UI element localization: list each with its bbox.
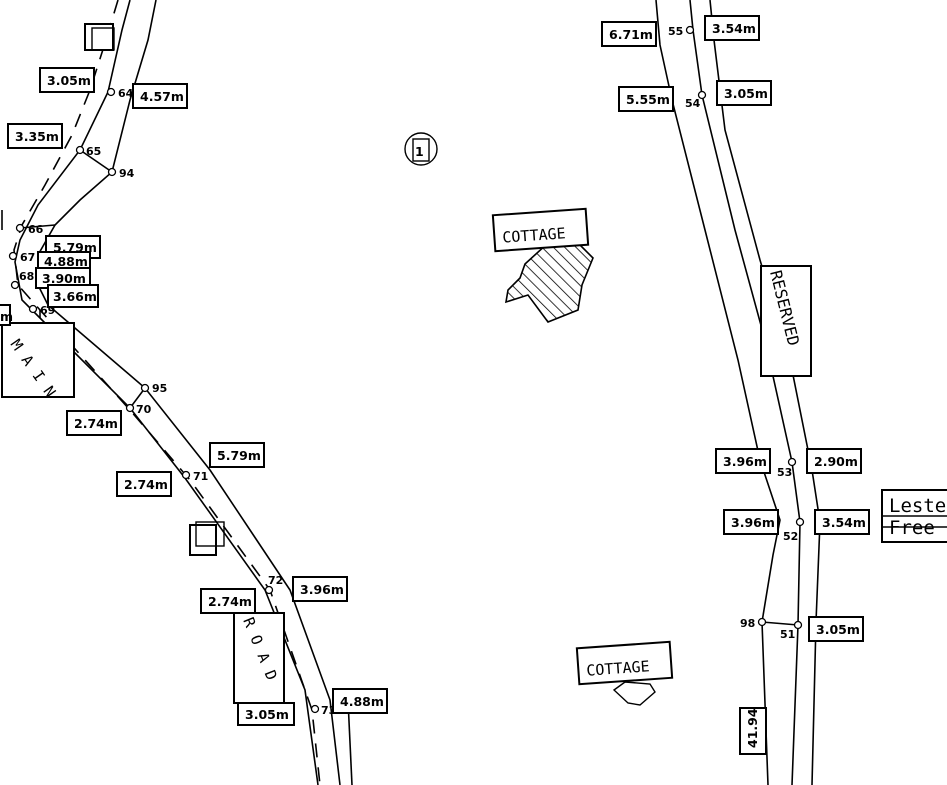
road-name-road: ROAD <box>233 612 285 704</box>
cottage-top: COTTAGE <box>491 207 594 323</box>
lot-number-marker: 1 <box>404 132 438 166</box>
measure-41-94: 41.94 <box>745 708 760 748</box>
edge-fragments: m <box>0 210 13 326</box>
measure-54b: 3.05m <box>724 86 768 101</box>
point-55: 55 <box>668 25 683 38</box>
survey-points <box>8 25 805 714</box>
measure-51: 3.05m <box>816 622 860 637</box>
point-52: 52 <box>783 530 798 543</box>
measure-64a: 3.05m <box>47 73 91 88</box>
benchmark-markers <box>84 23 225 556</box>
measure-64b: 4.57m <box>140 89 184 104</box>
measurements-right: 6.71m 3.54m 5.55m 3.05m 3.96m 2.90m 3.96… <box>601 15 870 755</box>
measure-65: 3.35m <box>15 129 59 144</box>
measure-55b: 3.54m <box>712 21 756 36</box>
owner-line-1: Lester <box>889 495 947 517</box>
measure-95: 5.79m <box>217 448 261 463</box>
point-94: 94 <box>119 167 135 180</box>
adjoining-owner: Lester Free <box>881 489 947 543</box>
measure-66b: 4.88m <box>44 254 88 269</box>
owner-line-2: Free <box>889 517 935 539</box>
point-54: 54 <box>685 97 701 110</box>
point-64: 64 <box>118 87 134 100</box>
reserved-box: RESERVED <box>760 265 812 377</box>
point-95: 95 <box>152 382 167 395</box>
measure-71: 2.74m <box>124 477 168 492</box>
cottage-label-1: COTTAGE <box>502 224 566 246</box>
measure-72a: 2.74m <box>208 594 252 609</box>
road-name-main: MAIN <box>1 322 75 409</box>
cottage-bottom: COTTAGE <box>575 640 674 706</box>
measure-53a: 3.96m <box>723 454 767 469</box>
measure-72b: 3.96m <box>300 582 344 597</box>
cottage-label-2: COTTAGE <box>586 657 650 679</box>
measure-52a: 3.96m <box>731 515 775 530</box>
measure-69: 3.66m <box>53 289 97 304</box>
right-road-lines <box>655 0 821 785</box>
point-71: 71 <box>193 470 208 483</box>
point-65: 65 <box>86 145 101 158</box>
point-68: 68 <box>19 270 34 283</box>
point-numbers: 64 65 94 66 67 68 69 95 70 71 72 73 55 5… <box>19 25 798 717</box>
lot-number: 1 <box>415 144 424 159</box>
point-70: 70 <box>136 403 152 416</box>
point-53: 53 <box>777 466 792 479</box>
point-51: 51 <box>780 628 795 641</box>
measure-52b: 3.54m <box>822 515 866 530</box>
measure-68: 3.90m <box>42 271 86 286</box>
measure-54a: 5.55m <box>626 92 670 107</box>
point-67: 67 <box>20 251 35 264</box>
measure-73a: 3.05m <box>245 707 289 722</box>
measure-73b: 4.88m <box>340 694 384 709</box>
measurements-left: 3.05m 4.57m 3.35m 5.79m 4.88m 3.90m 3.66… <box>7 67 388 726</box>
point-72: 72 <box>268 574 283 587</box>
point-98: 98 <box>740 617 755 630</box>
measure-55a: 6.71m <box>609 27 653 42</box>
point-66: 66 <box>28 223 44 236</box>
svg-text:m: m <box>0 309 13 324</box>
measure-70: 2.74m <box>74 416 118 431</box>
measure-53b: 2.90m <box>814 454 858 469</box>
